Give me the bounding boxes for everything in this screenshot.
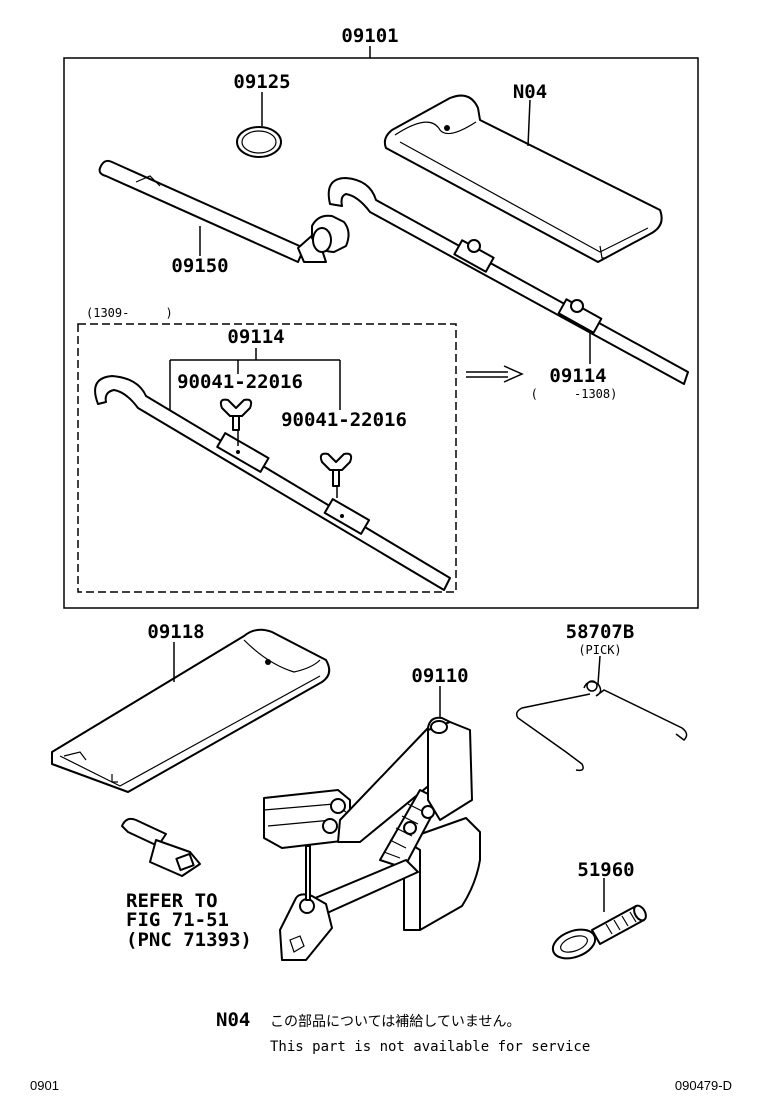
- label-range-new: (1309- ): [86, 306, 173, 320]
- footer-left: 0901: [30, 1078, 59, 1093]
- jack-rod-old: [327, 177, 689, 385]
- label-handle: 09150: [171, 255, 228, 277]
- kit-outline: [63, 46, 699, 609]
- label-kit: 09101: [341, 25, 398, 47]
- label-rod-new: 09114: [227, 326, 284, 348]
- tool-bag-upper: [383, 94, 663, 263]
- refer-line-2: FIG 71-51: [126, 909, 229, 931]
- note-code: N04: [216, 1009, 250, 1031]
- rod-new-leader: [169, 348, 341, 410]
- label-hook: 58707B: [566, 621, 635, 643]
- label-bolt-1: 90041-22016: [177, 371, 303, 393]
- refer-line-3: (PNC 71393): [126, 929, 252, 951]
- label-range-old: ( -1308): [531, 387, 618, 401]
- tow-eye-part: [551, 878, 647, 960]
- label-rod-old: 09114: [549, 365, 606, 387]
- handle-part: [98, 159, 350, 263]
- note-jp: この部品については補給していません。: [270, 1014, 520, 1030]
- label-hook-note: (PICK): [578, 643, 621, 657]
- footer-right: 090479-D: [675, 1078, 732, 1093]
- note-en: This part is not available for service: [270, 1039, 590, 1055]
- label-tow-eye: 51960: [577, 859, 634, 881]
- new-rod-outline: [77, 323, 457, 593]
- jack-part: [263, 686, 481, 961]
- supersede-arrow: [466, 365, 524, 383]
- refer-line-1: REFER TO: [126, 890, 218, 912]
- strap-part: [121, 817, 201, 877]
- jack-rod-new: [94, 375, 451, 591]
- ring-part: [236, 92, 282, 158]
- hook-part: [515, 655, 688, 772]
- label-bolt-2: 90041-22016: [281, 409, 407, 431]
- label-jack: 09110: [411, 665, 468, 687]
- label-ring: 09125: [233, 71, 290, 93]
- label-bag-lower: 09118: [147, 621, 204, 643]
- tool-bag-lower: [51, 628, 331, 793]
- label-bag-top: N04: [513, 81, 547, 103]
